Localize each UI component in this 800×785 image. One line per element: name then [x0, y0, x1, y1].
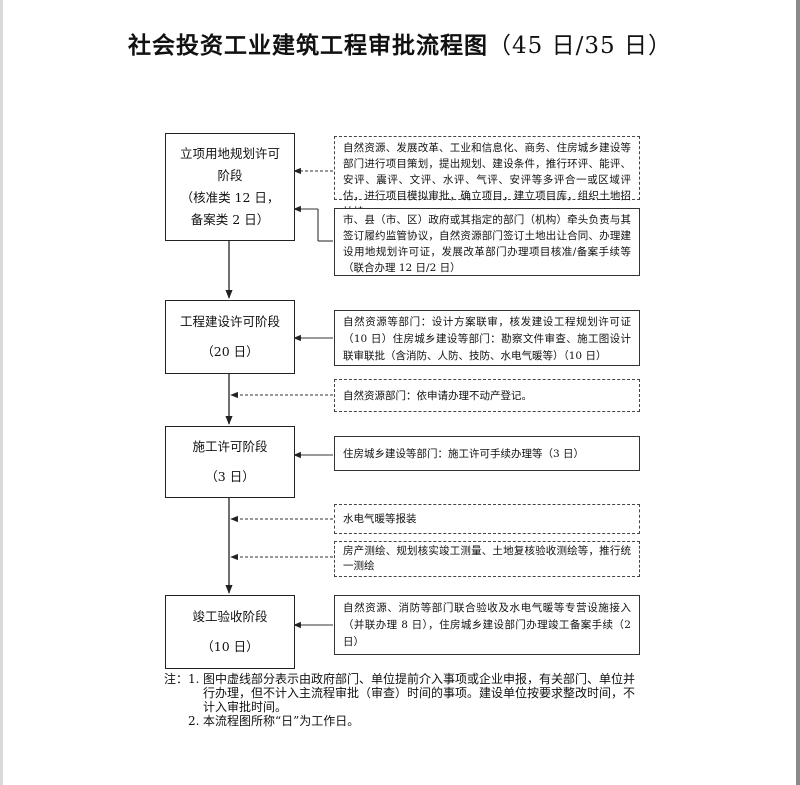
- footnote-item: 2. 本流程图所称“日”为工作日。: [164, 714, 644, 728]
- stage-spacer: [166, 333, 294, 341]
- footnote-item: 注： 1. 图中虚线部分表示由政府部门、单位提前介入事项或企业申报，有关部门、单…: [164, 672, 644, 714]
- stage-completion-acceptance: 竣工验收阶段 （10 日）: [165, 595, 295, 669]
- stage-duration: 备案类 2 日）: [190, 212, 270, 227]
- stage-duration: （核准类 12 日，: [180, 190, 280, 205]
- page-edge-left: [0, 0, 3, 785]
- note-property-registration: 自然资源部门：依申请办理不动产登记。: [334, 379, 640, 412]
- stage-label: 施工许可阶段: [192, 439, 268, 454]
- note-surveying: 房产测绘、规划核实竣工测量、土地复核验收测绘等，推行统一测绘: [334, 541, 640, 577]
- page-title: 社会投资工业建筑工程审批流程图（45 日/35 日）: [0, 26, 800, 60]
- stage-label: 立项用地规划许可: [179, 146, 280, 161]
- footnote-number: 1.: [188, 672, 200, 686]
- note-utility-application: 水电气暖等报装: [334, 504, 640, 534]
- note-pre-planning: 自然资源、发展改革、工业和信息化、商务、住房城乡建设等部门进行项目策划，提出规划…: [334, 136, 640, 218]
- stage-duration: （10 日）: [201, 639, 259, 654]
- note-land-contract: 市、县（市、区）政府或其指定的部门（机构）牵头负责与其签订履约监管协议，自然资源…: [334, 208, 640, 276]
- stage-label: 阶段: [217, 168, 243, 183]
- footnote-text: 图中虚线部分表示由政府部门、单位提前介入事项或企业申报，有关部门、单位并行办理，…: [203, 672, 636, 714]
- title-sub: （45 日/35 日）: [488, 33, 672, 59]
- stage-construction-permit: 施工许可阶段 （3 日）: [165, 426, 295, 498]
- footnote: 注： 1. 图中虚线部分表示由政府部门、单位提前介入事项或企业申报，有关部门、单…: [164, 672, 644, 728]
- stage-project-land-planning: 立项用地规划许可 阶段 （核准类 12 日， 备案类 2 日）: [165, 133, 295, 241]
- stage-spacer: [166, 628, 294, 636]
- stage-duration: （20 日）: [201, 344, 259, 359]
- stage-duration: （3 日）: [205, 469, 255, 484]
- stage-label: 工程建设许可阶段: [179, 314, 280, 329]
- stage-spacer: [166, 458, 294, 466]
- stage-construction-permit-planning: 工程建设许可阶段 （20 日）: [165, 300, 295, 374]
- footnote-number: 2.: [188, 714, 200, 728]
- note-construction-permit: 住房城乡建设等部门：施工许可手续办理等（3 日）: [334, 436, 640, 471]
- page-edge-right: [796, 0, 800, 785]
- title-main: 社会投资工业建筑工程审批流程图: [128, 32, 489, 59]
- footnote-text: 本流程图所称“日”为工作日。: [203, 714, 360, 728]
- note-design-review: 自然资源等部门：设计方案联审，核发建设工程规划许可证（10 日）住房城乡建设等部…: [334, 310, 640, 366]
- footnote-lead: 注：: [164, 672, 189, 686]
- stage-label: 竣工验收阶段: [192, 609, 268, 624]
- note-joint-acceptance: 自然资源、消防等部门联合验收及水电气暖等专营设施接入（并联办理 8 日），住房城…: [334, 595, 640, 655]
